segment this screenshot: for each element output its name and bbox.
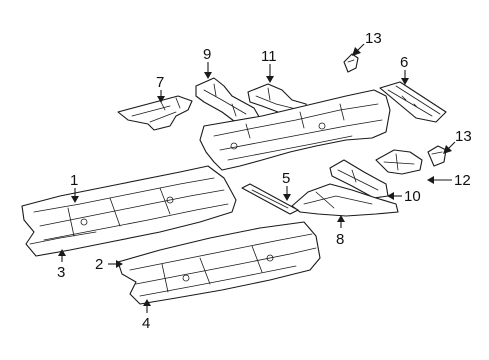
callout-13-lower: 13 [455,128,472,145]
arrowhead-6 [401,78,409,85]
callout-10: 10 [404,188,421,205]
part-13-clip-lower [427,145,447,167]
callout-13-upper: 13 [365,30,382,47]
arrowhead-1 [71,196,79,203]
callout-7: 7 [156,74,164,91]
center-floor-pan [199,89,391,171]
part-5-brace [241,183,299,215]
callout-1: 1 [70,172,78,189]
callout-12: 12 [454,172,471,189]
arrowhead-13-lower [443,145,452,154]
part-2-right-floor-pan [117,221,321,305]
callout-5: 5 [282,170,290,187]
arrowhead-5 [283,194,291,201]
callout-11: 11 [261,48,277,65]
callout-2: 2 [95,256,103,273]
part-12-crossmember [375,149,423,175]
arrowhead-10 [387,192,394,200]
arrowhead-7 [157,96,165,103]
arrowhead-3 [58,249,66,256]
callout-8: 8 [336,231,344,248]
arrowhead-4 [143,299,151,306]
part-8-rear-floor [291,183,399,217]
part-13-clip-upper [343,53,359,73]
arrowhead-2 [116,260,123,268]
callout-9: 9 [203,46,211,63]
callout-labels: 1 2 3 4 5 6 7 8 9 10 11 12 13 13 [57,30,472,332]
callout-leaders [58,43,456,313]
callout-6: 6 [400,54,408,71]
part-7-bracket [117,95,193,131]
callout-4: 4 [142,315,150,332]
part-6-rear-panel [379,81,447,123]
arrowhead-12 [427,176,434,184]
arrowhead-11 [266,76,274,83]
callout-3: 3 [57,264,65,281]
arrowhead-8 [337,215,345,222]
arrowhead-9 [204,72,212,79]
part-1-left-floor-pan [21,165,237,257]
arrowhead-13-upper [352,47,361,56]
